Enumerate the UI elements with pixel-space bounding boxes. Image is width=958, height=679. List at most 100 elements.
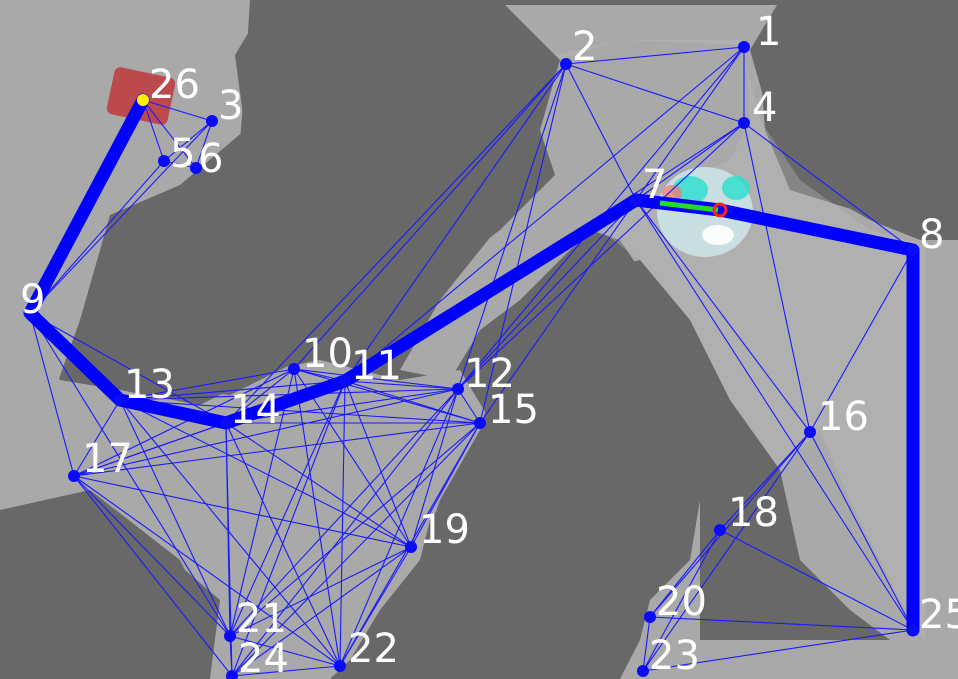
node-label-9: 9 <box>20 277 45 323</box>
roadmap-edge-2-7 <box>565 63 637 201</box>
roadmap-node-26[interactable] <box>137 94 149 106</box>
roadmap-edge-11-15 <box>344 380 481 424</box>
roadmap-node-16[interactable] <box>804 426 816 438</box>
roadmap-node-20[interactable] <box>644 611 656 623</box>
roadmap-edge-13-22 <box>119 399 341 667</box>
roadmap-node-21[interactable] <box>224 630 236 642</box>
roadmap-node-8[interactable] <box>907 244 919 256</box>
roadmap-edge-10-15 <box>293 368 481 424</box>
roadmap-edge-5-9 <box>29 160 165 314</box>
roadmap-edge-13-17 <box>73 399 121 477</box>
roadmap-node-19[interactable] <box>405 541 417 553</box>
roadmap-node-6[interactable] <box>190 162 202 174</box>
roadmap-edge-16-20 <box>649 431 811 618</box>
roadmap-edge-18-20 <box>649 529 721 618</box>
node-label-24: 24 <box>238 636 289 679</box>
roadmap-edge-11-12 <box>344 380 459 390</box>
roadmap-edge-3-9 <box>29 120 213 314</box>
roadmap-edge-16-23 <box>642 431 811 672</box>
roadmap-node-3[interactable] <box>206 115 218 127</box>
roadmap-node-2[interactable] <box>560 58 572 70</box>
roadmap-edge-4-7 <box>635 122 745 201</box>
roadmap-node-4[interactable] <box>738 117 750 129</box>
node-label-22: 22 <box>348 626 399 672</box>
roadmap-node-15[interactable] <box>474 417 486 429</box>
roadmap-edge-19-22 <box>339 546 412 667</box>
node-label-11: 11 <box>351 343 402 389</box>
roadmap-edge-16-25 <box>809 431 914 631</box>
roadmap-edge-19-24 <box>231 546 412 677</box>
node-label-20: 20 <box>656 579 707 625</box>
roadmap-edge-12-14 <box>225 388 459 424</box>
roadmap-node-18[interactable] <box>714 524 726 536</box>
roadmap-edge-7-25 <box>635 199 914 631</box>
roadmap-edge-15-21 <box>229 422 481 637</box>
roadmap-edge-2-10 <box>293 63 567 370</box>
roadmap-edge-2-4 <box>565 63 745 124</box>
roadmap-node-1[interactable] <box>738 41 750 53</box>
robot-light-right <box>722 176 750 200</box>
obstacle-top-right <box>750 0 958 240</box>
roadmap-edge-12-19 <box>410 388 459 548</box>
roadmap-node-24[interactable] <box>226 670 238 679</box>
roadmap-node-12[interactable] <box>452 383 464 395</box>
roadmap-edge-11-13 <box>119 380 346 401</box>
roadmap-node-10[interactable] <box>288 363 300 375</box>
roadmap-edge-8-16 <box>809 249 914 433</box>
obstacle-bottom-left <box>0 490 215 679</box>
roadmap-edge-14-22 <box>225 422 341 667</box>
roadmap-edge-10-17 <box>73 368 295 477</box>
roadmap-node-11[interactable] <box>339 375 351 387</box>
roadmap-node-7[interactable] <box>630 194 642 206</box>
robot-light-bottom <box>702 225 734 245</box>
roadmap-edge-18-25 <box>719 529 914 631</box>
roadmap-edge-17-21 <box>73 475 231 637</box>
robot-light-top <box>672 176 708 204</box>
node-label-8: 8 <box>919 212 944 258</box>
node-label-10: 10 <box>302 331 353 377</box>
roadmap-node-17[interactable] <box>68 470 80 482</box>
node-label-14: 14 <box>230 387 281 433</box>
roadmap-edge-3-5 <box>163 120 213 162</box>
roadmap-edge-15-24 <box>231 422 481 677</box>
roadmap-edge-18-23 <box>642 529 721 672</box>
roadmap-edge-12-17 <box>73 388 459 477</box>
roadmap-edge-9-17 <box>29 312 75 477</box>
node-label-25: 25 <box>919 592 958 638</box>
roadmap-edge-10-12 <box>293 368 459 390</box>
obstacle-center-bottom <box>350 260 890 679</box>
roadmap-edge-21-22 <box>229 635 341 667</box>
roadmap-edge-11-24 <box>231 380 346 677</box>
robot-center-marker <box>712 202 728 218</box>
roadmap-edge-2-15 <box>479 63 567 424</box>
roadmap-node-9[interactable] <box>24 307 36 319</box>
roadmap-edge-2-11 <box>344 63 567 382</box>
roadmap-node-25[interactable] <box>907 624 919 636</box>
roadmap-node-13[interactable] <box>114 394 126 406</box>
roadmap-nodes <box>24 41 919 679</box>
roadmap-node-5[interactable] <box>158 155 170 167</box>
node-label-16: 16 <box>818 394 869 440</box>
node-label-5: 5 <box>170 131 195 177</box>
roadmap-edge-1-11 <box>344 46 745 382</box>
robot-heading-line <box>659 200 719 213</box>
roadmap-node-22[interactable] <box>334 660 346 672</box>
roadmap-edge-26-6 <box>142 99 197 169</box>
roadmap-node-14[interactable] <box>220 417 232 429</box>
free-region-top-left <box>0 0 268 400</box>
roadmap-edge-7-16 <box>635 199 811 433</box>
roadmap-edge-13-15 <box>119 399 481 424</box>
roadmap-edge-12-22 <box>339 388 459 667</box>
roadmap-edge-20-23 <box>642 616 651 672</box>
roadmap-node-23[interactable] <box>637 665 649 677</box>
robot-light-left <box>662 185 682 201</box>
roadmap-edge-11-19 <box>344 380 412 548</box>
obstacle-center-left <box>110 0 560 395</box>
roadmap-edge-10-21 <box>229 368 295 637</box>
roadmap-edge-10-22 <box>293 368 341 667</box>
roadmap-edge-14-17 <box>73 422 227 477</box>
